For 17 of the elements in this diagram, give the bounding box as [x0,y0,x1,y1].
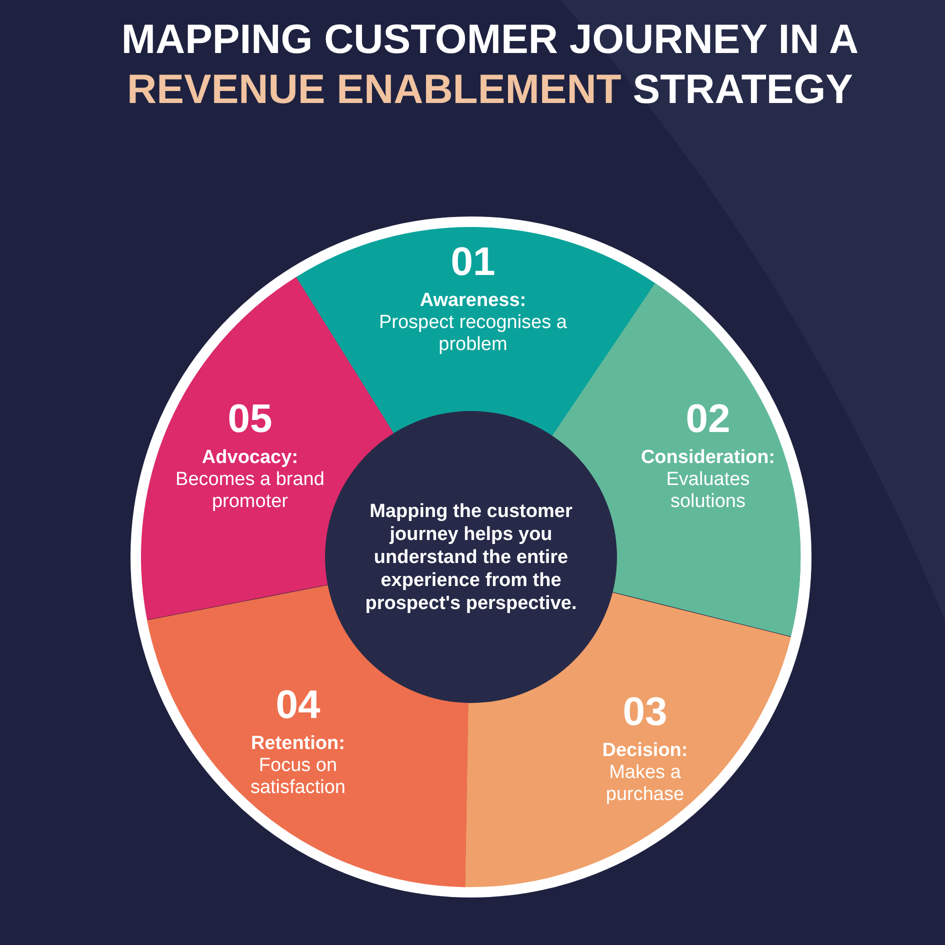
stage-description: Makes a purchase [604,762,686,806]
stage-description: Focus on satisfaction [249,754,346,799]
step-number: 01 [450,240,496,284]
title: MAPPING CUSTOMER JOURNEY IN A REVENUE ENABLEMENT STRATEGY [120,15,860,114]
stage-description: Evaluates solutions [665,468,751,513]
stage-title: Awareness: [420,290,526,312]
stage-description: Prospect recognises a problem [378,312,568,356]
stage-title: Consideration: [640,446,776,469]
step-number: 05 [228,396,272,441]
center-text: Mapping the customer journey helps you understand the entire experience from the prospect's perspective. [364,500,578,614]
step-number: 03 [622,690,668,734]
step-number: 04 [276,682,320,727]
stage-title: Retention: [251,732,345,755]
stage-title: Advocacy: [202,446,298,469]
step-number: 02 [686,396,730,441]
stage-title: Decision: [602,740,688,762]
stage-description: Becomes a brand promoter [174,468,325,513]
